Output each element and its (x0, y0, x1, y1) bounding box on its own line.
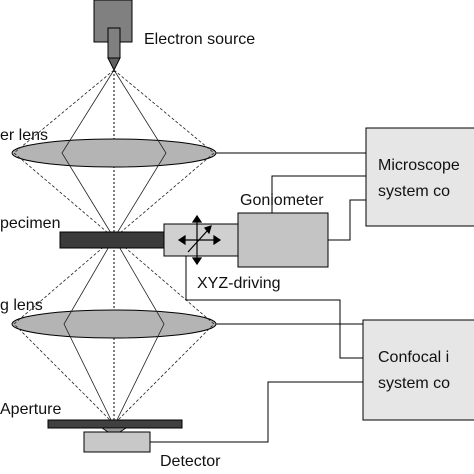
label-aperture: Aperture (0, 401, 61, 418)
confocal-box-line1: Confocal i (378, 349, 449, 366)
specimen (59, 231, 165, 249)
confocal-box-line2: system co (378, 375, 450, 392)
detector (83, 431, 151, 453)
xyz-arrows-icon (177, 214, 222, 266)
connection-wires (150, 152, 366, 443)
microscope-box-line2: system co (378, 183, 450, 200)
label-goniometer: Goniometer (240, 192, 324, 209)
label-detector: Detector (160, 453, 221, 470)
label-condenser-lens: er lens (0, 127, 48, 144)
label-xyz-driving: XYZ-driving (197, 275, 281, 292)
microscope-control-box (365, 127, 474, 227)
confocal-control-box (362, 319, 474, 421)
aperture-cone (100, 427, 128, 433)
goniometer (237, 212, 329, 268)
imaging-lens (11, 309, 217, 339)
electron-gun-tip (107, 27, 121, 59)
electron-gun-point (107, 57, 121, 72)
label-electron-source: Electron source (144, 31, 255, 48)
microscope-box-line1: Microscope (378, 157, 460, 174)
label-imaging-lens: g lens (0, 297, 43, 314)
label-specimen: pecimen (0, 215, 60, 232)
aperture (47, 419, 183, 429)
